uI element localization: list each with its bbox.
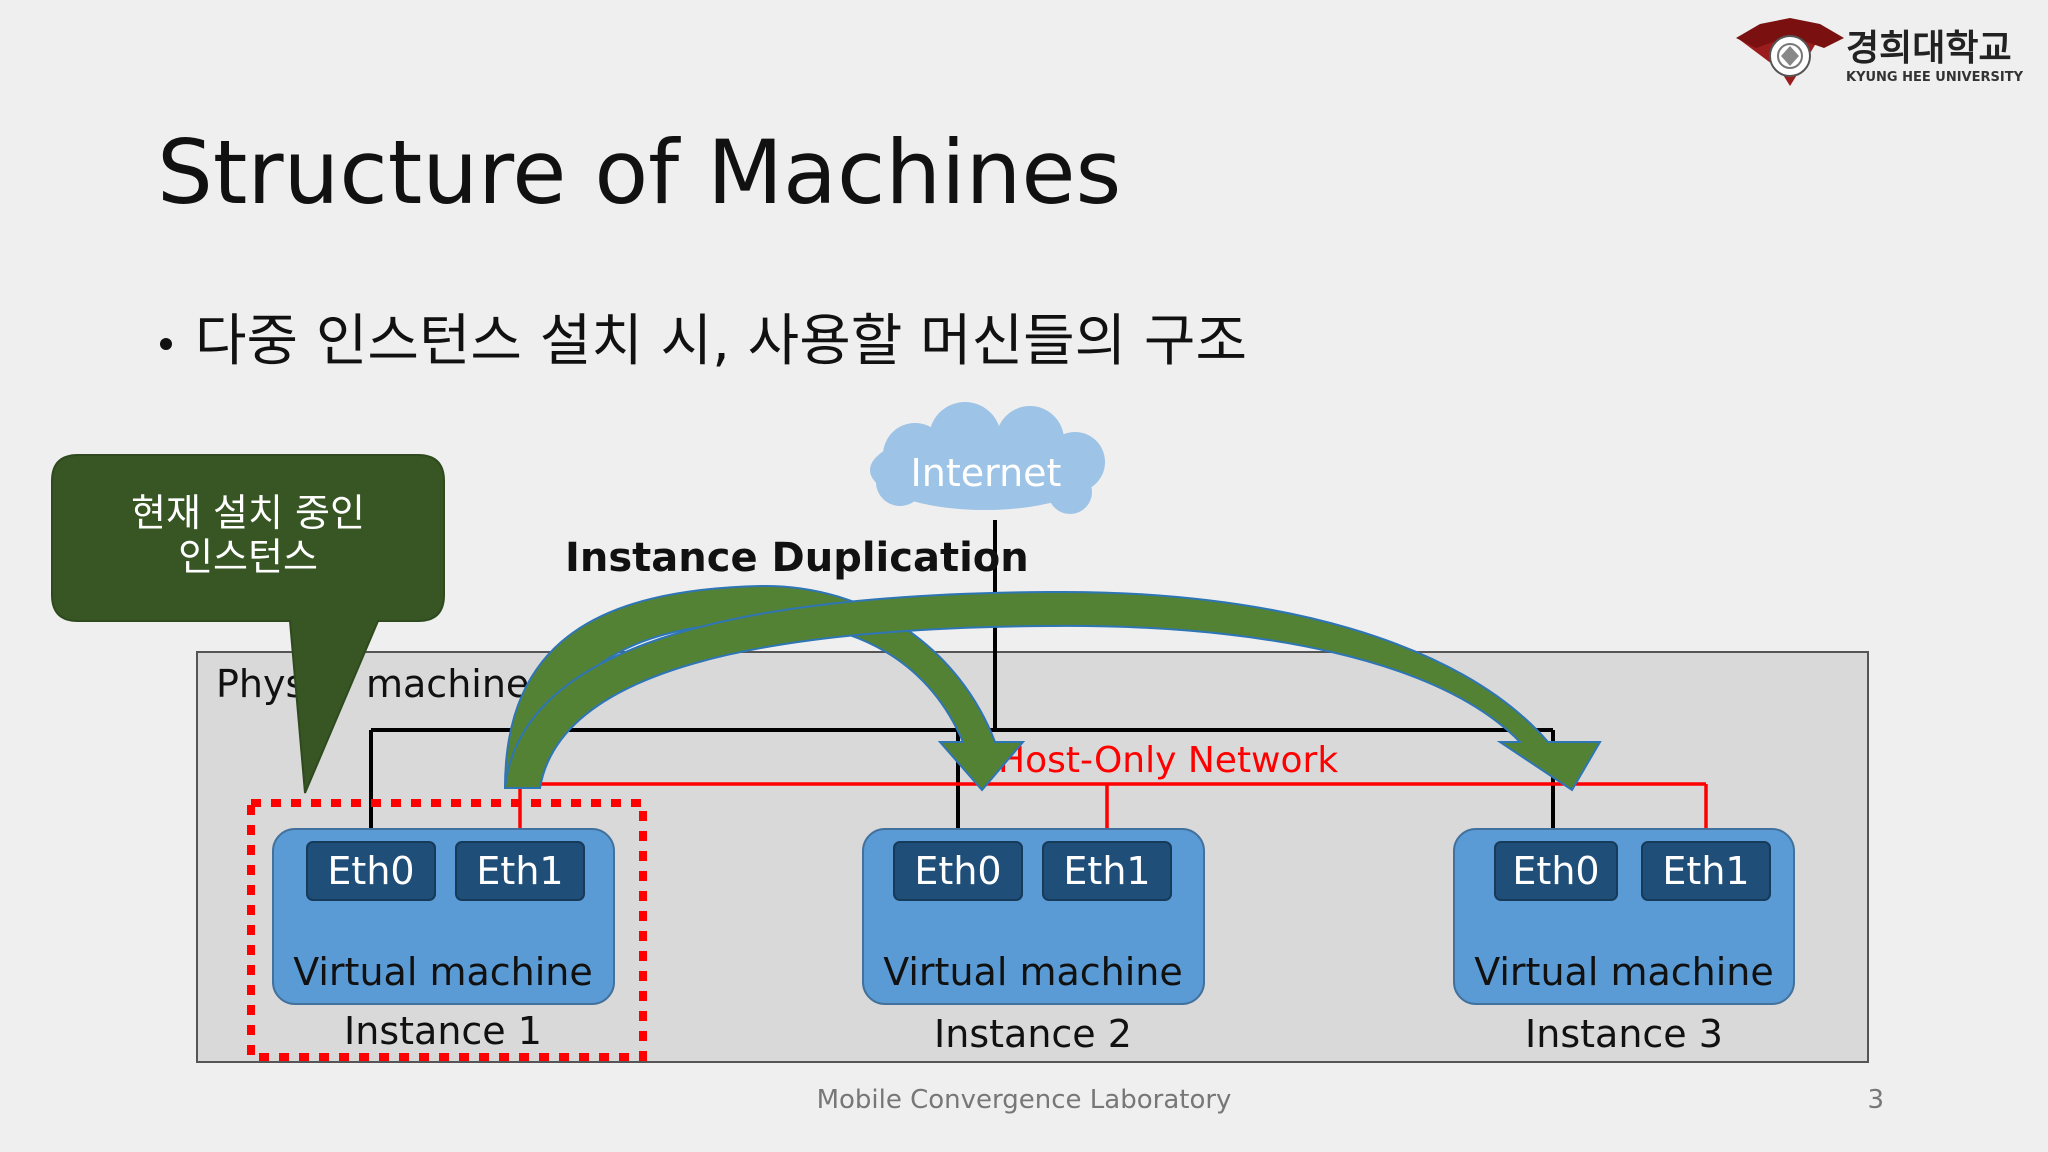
instance-name: Instance 3	[1525, 1012, 1723, 1056]
logo-korean-name: 경희대학교	[1846, 28, 2012, 69]
callout-line-1: 현재 설치 중인	[131, 491, 365, 535]
instance-2: Eth0 Eth1 Virtual machine Instance 2	[862, 828, 1205, 1056]
logo-english-name: KYUNG HEE UNIVERSITY	[1846, 70, 2024, 85]
duplication-arrow-to-instance-2	[503, 584, 1026, 792]
callout-line-2: 인스턴스	[178, 535, 318, 579]
instance-name: Instance 1	[344, 1009, 542, 1053]
current-instance-callout: 현재 설치 중인 인스턴스	[51, 454, 445, 794]
instance-1: Eth0 Eth1 Virtual machine Instance 1	[272, 828, 615, 1053]
instance-3: Eth0 Eth1 Virtual machine Instance 3	[1453, 828, 1795, 1056]
eth1-label: Eth1	[1662, 849, 1749, 893]
page-number: 3	[1867, 1085, 1884, 1115]
eth0-label: Eth0	[327, 849, 414, 893]
physical-machine-label: Phys	[216, 662, 305, 706]
instance-name: Instance 2	[934, 1012, 1132, 1056]
slide-bullet-text: 다중 인스턴스 설치 시, 사용할 머신들의 구조	[195, 309, 1247, 374]
eth1-label: Eth1	[1063, 849, 1150, 893]
physical-machine-label-tail: machine	[366, 662, 529, 706]
eth0-port	[1494, 841, 1618, 901]
duplication-arrow-to-instance-3	[503, 590, 1602, 792]
eth1-port	[1042, 841, 1172, 901]
university-logo: 경희대학교 KYUNG HEE UNIVERSITY	[1736, 18, 2024, 86]
eth1-port	[455, 841, 585, 901]
eth1-port	[1641, 841, 1771, 901]
internet-label: Internet	[911, 451, 1062, 495]
instance-duplication-label: Instance Duplication	[565, 535, 1029, 581]
eth0-port	[893, 841, 1023, 901]
eth0-label: Eth0	[914, 849, 1001, 893]
current-instance-highlight	[247, 799, 647, 1061]
virtual-machine-label: Virtual machine	[293, 950, 593, 994]
footer-lab-name: Mobile Convergence Laboratory	[817, 1085, 1232, 1115]
virtual-machine-label: Virtual machine	[1474, 950, 1774, 994]
bullet-dot	[160, 338, 172, 350]
eth1-label: Eth1	[476, 849, 563, 893]
virtual-machine-label: Virtual machine	[883, 950, 1183, 994]
slide-title: Structure of Machines	[157, 121, 1121, 224]
internet-cloud-icon	[870, 402, 1105, 514]
host-only-network-label: Host-Only Network	[998, 740, 1338, 781]
university-seal-icon	[1736, 18, 1844, 86]
eth0-port	[306, 841, 436, 901]
eth0-label: Eth0	[1512, 849, 1599, 893]
